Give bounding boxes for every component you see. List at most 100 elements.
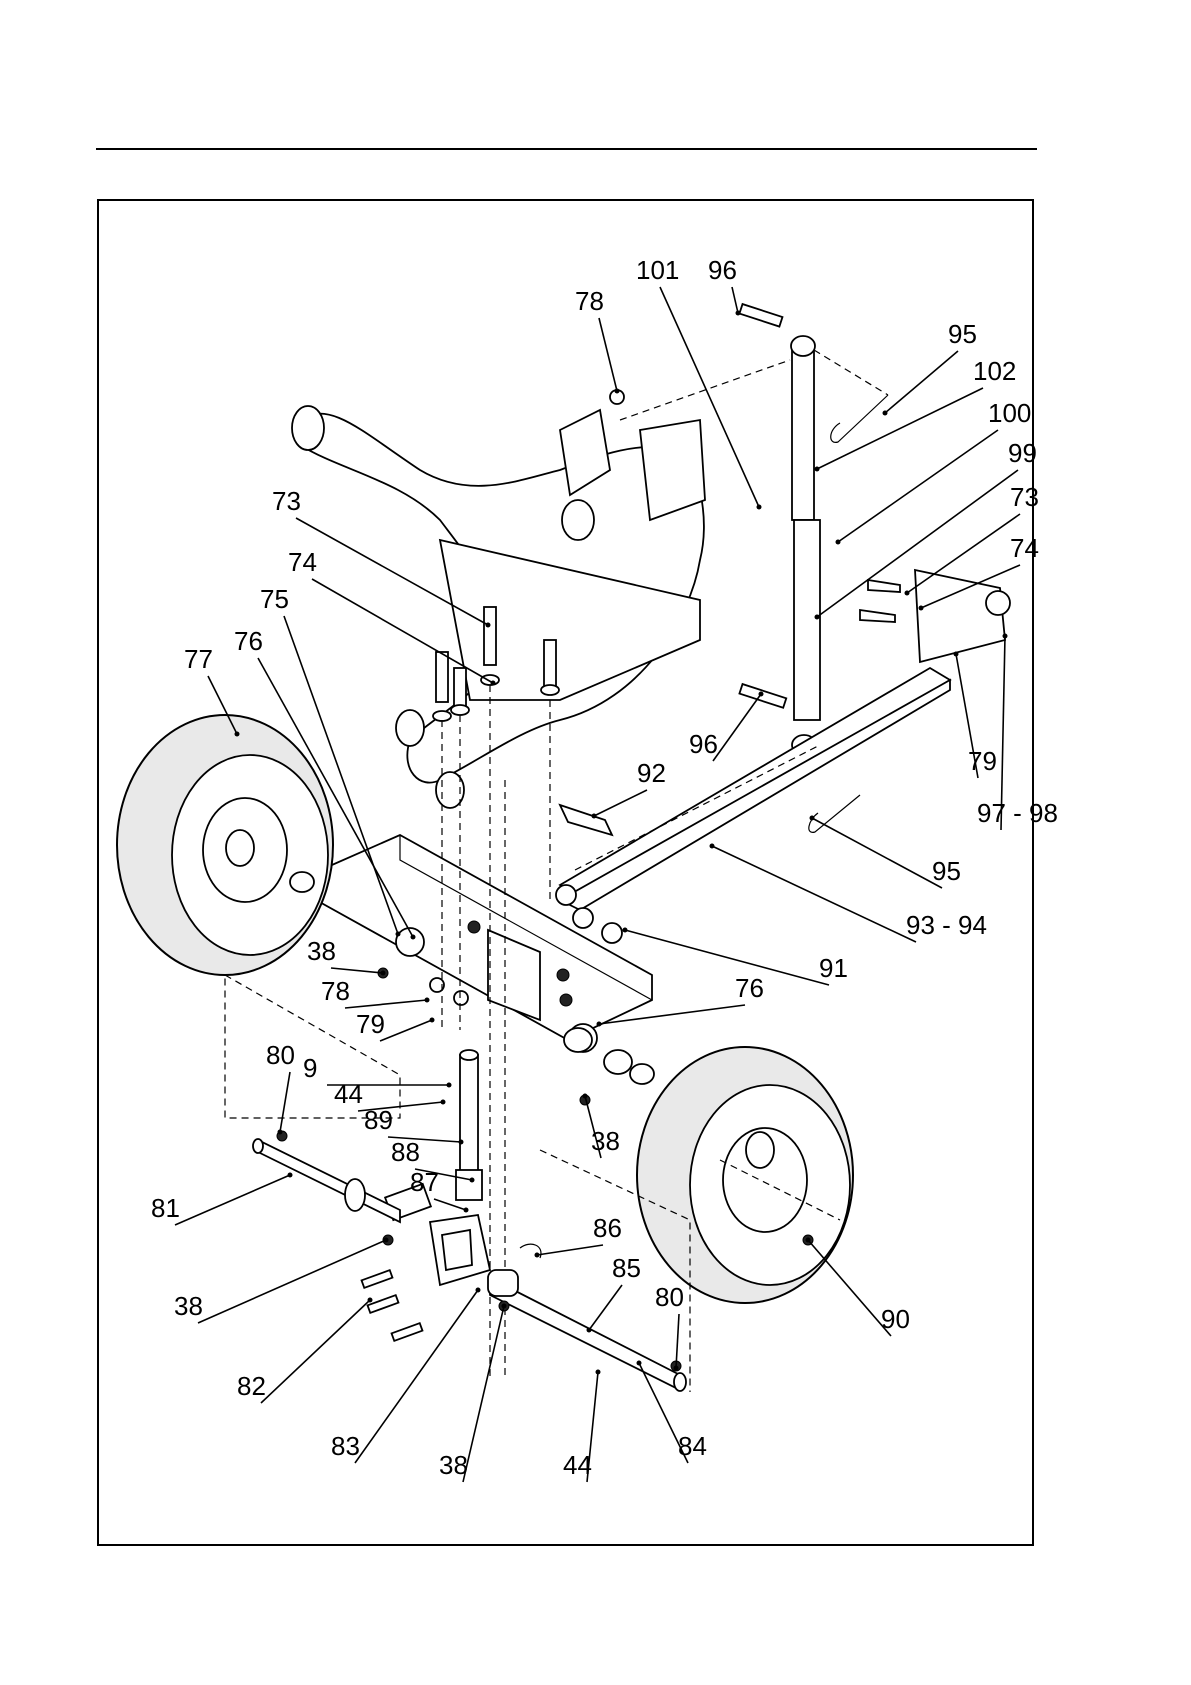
- leader-dot-c102: [815, 467, 820, 472]
- callout-c92: 92: [637, 758, 666, 788]
- callout-c44a: 44: [334, 1079, 363, 1109]
- leader-dot-c82: [368, 1298, 373, 1303]
- leader-dot-c9394: [710, 844, 715, 849]
- callout-c76b: 76: [735, 973, 764, 1003]
- callout-c95a: 95: [948, 319, 977, 349]
- leader-dot-c74b: [491, 681, 496, 686]
- leader-dot-c44b: [596, 1370, 601, 1375]
- callout-c96a: 96: [708, 255, 737, 285]
- callout-c82: 82: [237, 1371, 266, 1401]
- leader-dot-c81: [288, 1173, 293, 1178]
- leader-dot-c83: [476, 1288, 481, 1293]
- leader-dot-c101: [757, 505, 762, 510]
- callout-c78a: 78: [575, 286, 604, 316]
- callout-c38b: 38: [591, 1126, 620, 1156]
- leader-dot-c76a: [411, 935, 416, 940]
- leader-dot-c80a: [278, 1130, 283, 1135]
- leader-line-c95b: [812, 818, 942, 888]
- leader-dot-c90: [806, 1238, 811, 1243]
- callout-c38c: 38: [174, 1291, 203, 1321]
- leader-dot-c86: [535, 1253, 540, 1258]
- callout-c101: 101: [636, 255, 679, 285]
- leader-dot-c38c: [384, 1238, 389, 1243]
- callout-c79b: 79: [356, 1009, 385, 1039]
- leader-dot-c74a: [919, 606, 924, 611]
- leader-line-c78a: [599, 318, 617, 391]
- callout-c80a: 80: [266, 1040, 295, 1070]
- right-wheel: [564, 1028, 853, 1303]
- leader-dot-c95b: [810, 816, 815, 821]
- leader-line-c82: [261, 1300, 370, 1403]
- leader-dot-c100: [836, 540, 841, 545]
- left-wheel: [117, 715, 333, 975]
- leader-line-c96b: [713, 694, 761, 761]
- leader-dot-c79b: [430, 1018, 435, 1023]
- callout-c86: 86: [593, 1213, 622, 1243]
- leader-line-c38d: [463, 1306, 504, 1482]
- leader-line-c78b: [345, 1000, 427, 1008]
- leader-line-c90: [808, 1240, 891, 1336]
- callout-c96b: 96: [689, 729, 718, 759]
- callout-c38a: 38: [307, 936, 336, 966]
- leader-line-c38a: [331, 968, 383, 973]
- leader-line-c85: [589, 1285, 622, 1330]
- callout-c84: 84: [678, 1431, 707, 1461]
- leader-line-c81: [175, 1175, 290, 1225]
- leader-dot-c85: [587, 1328, 592, 1333]
- leader-line-c80b: [676, 1314, 679, 1368]
- leader-dot-c38d: [502, 1304, 507, 1309]
- callout-c89: 89: [364, 1105, 393, 1135]
- leader-line-c80a: [280, 1072, 290, 1132]
- callout-c74a: 74: [1010, 533, 1039, 563]
- leader-dot-c87: [464, 1208, 469, 1213]
- callout-c85: 85: [612, 1253, 641, 1283]
- leader-dot-c73b: [486, 623, 491, 628]
- callout-c102: 102: [973, 356, 1016, 386]
- leader-dot-c96a: [736, 311, 741, 316]
- leader-line-c96a: [732, 287, 738, 313]
- leader-dot-c91: [623, 928, 628, 933]
- leader-dot-c38a: [381, 971, 386, 976]
- leader-dot-c78a: [615, 389, 620, 394]
- leader-dot-c75: [396, 932, 401, 937]
- callout-c87: 87: [410, 1167, 439, 1197]
- leader-dot-c88: [470, 1178, 475, 1183]
- leader-dot-c9798: [1003, 634, 1008, 639]
- callout-c38d: 38: [439, 1450, 468, 1480]
- leader-dot-c89: [459, 1140, 464, 1145]
- callout-c76a: 76: [234, 626, 263, 656]
- leader-dot-c79a: [954, 652, 959, 657]
- leader-dot-c73a: [905, 591, 910, 596]
- callout-c91: 91: [819, 953, 848, 983]
- leader-dot-c76b: [597, 1022, 602, 1027]
- leader-dot-c80b: [674, 1366, 679, 1371]
- callout-c80b: 80: [655, 1282, 684, 1312]
- leader-dot-c96b: [759, 692, 764, 697]
- callout-c78b: 78: [321, 976, 350, 1006]
- leader-line-c79b: [380, 1020, 432, 1041]
- leader-dot-c9: [447, 1083, 452, 1088]
- leader-line-c83: [355, 1290, 478, 1463]
- leader-dot-c99: [815, 615, 820, 620]
- seat-frame-casting: [292, 406, 705, 808]
- callout-c83: 83: [331, 1431, 360, 1461]
- leader-dot-c92: [592, 814, 597, 819]
- callout-c79a: 79: [968, 746, 997, 776]
- leader-dot-c38b: [583, 1094, 588, 1099]
- leader-line-c9394: [712, 846, 916, 942]
- callout-c100: 100: [988, 398, 1031, 428]
- leader-dot-c44a: [441, 1100, 446, 1105]
- leader-dot-c95a: [883, 411, 888, 416]
- leader-dot-c77: [235, 732, 240, 737]
- callout-c95b: 95: [932, 856, 961, 886]
- callout-c9798: 97 - 98: [977, 798, 1058, 828]
- leader-line-c86: [537, 1245, 603, 1255]
- callout-c81: 81: [151, 1193, 180, 1223]
- callout-c77: 77: [184, 644, 213, 674]
- callout-c99: 99: [1008, 438, 1037, 468]
- leader-dot-c78b: [425, 998, 430, 1003]
- callout-c74b: 74: [288, 547, 317, 577]
- callout-c73b: 73: [272, 486, 301, 516]
